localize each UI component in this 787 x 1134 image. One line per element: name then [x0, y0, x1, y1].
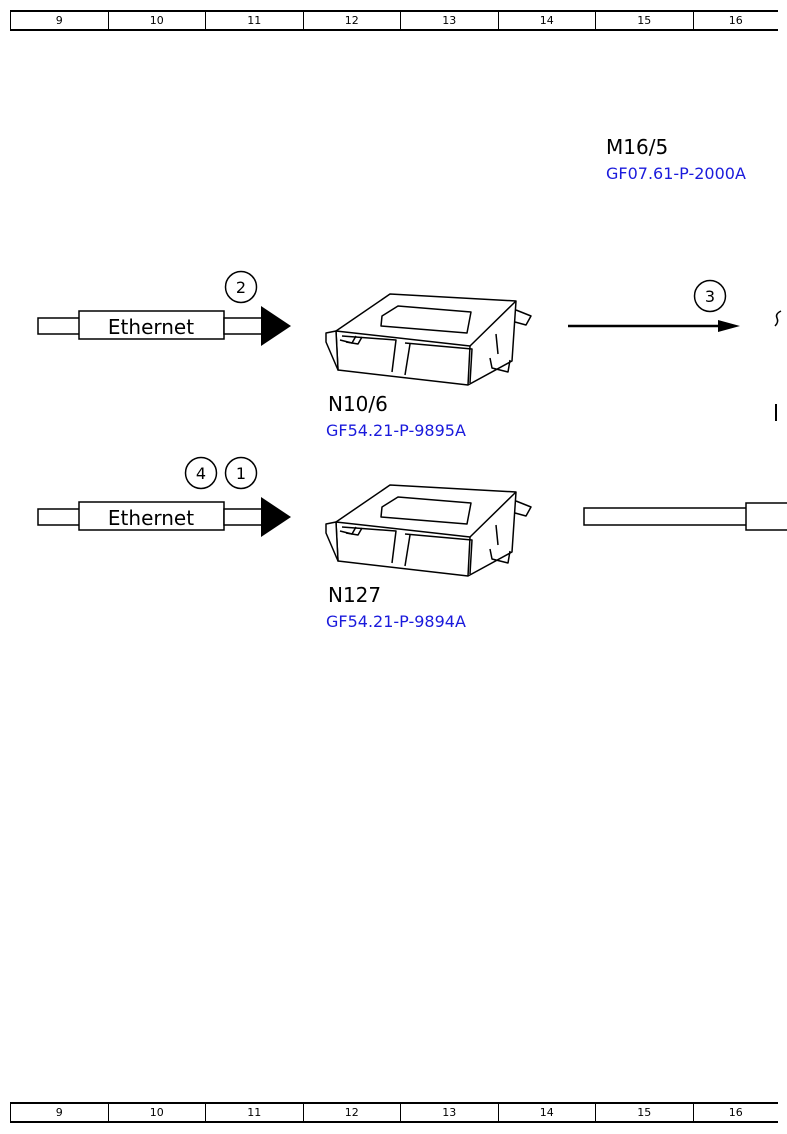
- ruler-column: 14: [499, 12, 596, 29]
- ruler-column: 14: [499, 1104, 596, 1121]
- component-reference-link[interactable]: GF54.21-P-9894A: [326, 612, 466, 631]
- control-unit-n10-6[interactable]: [325, 293, 532, 386]
- ruler-column: 13: [401, 12, 499, 29]
- marker-bubble-3[interactable]: 3: [693, 279, 727, 313]
- arrow-right-icon: [261, 306, 291, 346]
- ruler-column: 11: [206, 1104, 304, 1121]
- ruler-column: 12: [304, 12, 401, 29]
- ethernet-connector-lower[interactable]: Ethernet: [37, 497, 291, 537]
- component-reference-link[interactable]: GF07.61-P-2000A: [606, 164, 746, 183]
- ethernet-connector-upper[interactable]: Ethernet: [37, 306, 291, 346]
- marker-number: 2: [236, 278, 246, 297]
- ruler-column: 15: [596, 12, 694, 29]
- ruler-column: 9: [11, 1104, 109, 1121]
- cable-connector-lower-right[interactable]: [583, 502, 787, 531]
- component-name-m16-5: M16/5: [606, 135, 669, 159]
- marker-bubble-2[interactable]: 2: [224, 270, 258, 304]
- ruler-column: 13: [401, 1104, 499, 1121]
- signal-arrow-upper: [568, 320, 740, 332]
- ruler-column: 16: [728, 14, 743, 27]
- ethernet-label: Ethernet: [108, 506, 194, 530]
- ruler-column: 9: [11, 12, 109, 29]
- marker-number: 3: [705, 287, 715, 306]
- ruler-column: 16: [728, 1106, 743, 1119]
- component-name-n10-6: N10/6: [328, 392, 388, 416]
- component-name-n127: N127: [328, 583, 382, 607]
- ethernet-label: Ethernet: [108, 315, 194, 339]
- arrow-right-icon: [261, 497, 291, 537]
- control-unit-n127[interactable]: [325, 484, 532, 577]
- ruler-column: 10: [109, 12, 206, 29]
- marker-bubble-4[interactable]: 4: [184, 456, 218, 490]
- ruler-column: 12: [304, 1104, 401, 1121]
- ruler-column: 15: [596, 1104, 694, 1121]
- marker-bubble-1[interactable]: 1: [224, 456, 258, 490]
- column-ruler-top: 9 10 11 12 13 14 15 16: [10, 10, 778, 31]
- marker-number: 4: [196, 464, 206, 483]
- cutoff-component-upper: [774, 310, 782, 421]
- component-reference-link[interactable]: GF54.21-P-9895A: [326, 421, 466, 440]
- ruler-column: 11: [206, 12, 304, 29]
- ruler-column: 10: [109, 1104, 206, 1121]
- column-ruler-bottom: 9 10 11 12 13 14 15 16: [10, 1102, 778, 1123]
- marker-number: 1: [236, 464, 246, 483]
